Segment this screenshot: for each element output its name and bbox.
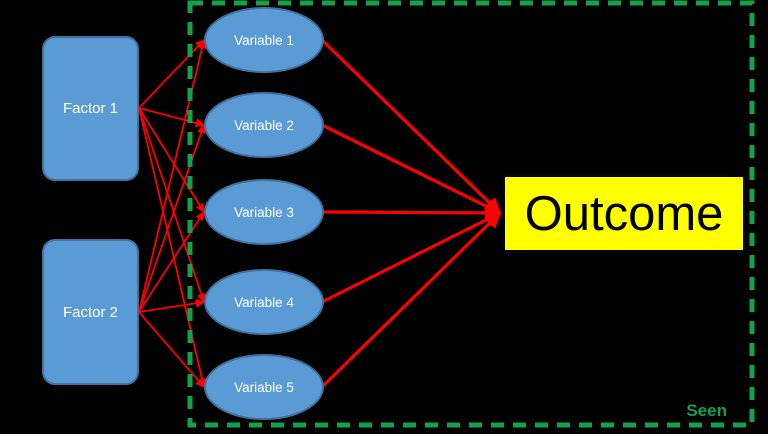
variable-4-node xyxy=(204,269,324,335)
variable-5-label: Variable 5 xyxy=(234,380,294,395)
edge-factor-1-to-variable-3 xyxy=(138,107,205,213)
variable-5-node xyxy=(204,354,324,420)
factor-2-node xyxy=(42,239,139,385)
edge-factor-2-to-variable-2 xyxy=(138,123,206,313)
edge-factor-2-to-variable-5 xyxy=(138,311,205,388)
outcome-node xyxy=(505,177,743,250)
variable-3-label: Variable 3 xyxy=(234,205,294,220)
variable-2-node xyxy=(204,92,324,158)
factor-2-label: Factor 2 xyxy=(63,304,118,321)
edge-factor-1-to-variable-4 xyxy=(138,107,206,304)
outcome-label: Outcome xyxy=(525,187,724,241)
variable-1-label: Variable 1 xyxy=(234,33,294,48)
seen-boundary xyxy=(187,0,755,428)
edge-lines xyxy=(138,38,502,389)
edge-factor-1-to-variable-2 xyxy=(138,107,206,128)
factor-1-label: Factor 1 xyxy=(63,100,118,117)
edge-variable-1-to-outcome xyxy=(320,38,502,215)
edge-factor-1-to-variable-5 xyxy=(138,107,207,389)
seen-label: Seen xyxy=(686,401,727,420)
edge-variable-3-to-outcome xyxy=(321,204,502,221)
edge-factor-2-to-variable-4 xyxy=(138,298,206,313)
variable-2-label: Variable 2 xyxy=(234,118,294,133)
variable-1-node xyxy=(204,7,324,73)
edge-variable-2-to-outcome xyxy=(321,123,502,215)
factor-1-node xyxy=(42,36,139,181)
edge-factor-2-to-variable-3 xyxy=(138,211,205,313)
edge-variable-4-to-outcome xyxy=(321,211,502,304)
edge-factor-2-to-variable-1 xyxy=(138,38,207,313)
edge-variable-5-to-outcome xyxy=(320,211,502,389)
variable-3-node xyxy=(204,179,324,245)
variable-4-label: Variable 4 xyxy=(234,295,294,310)
edge-factor-1-to-variable-1 xyxy=(138,39,205,109)
